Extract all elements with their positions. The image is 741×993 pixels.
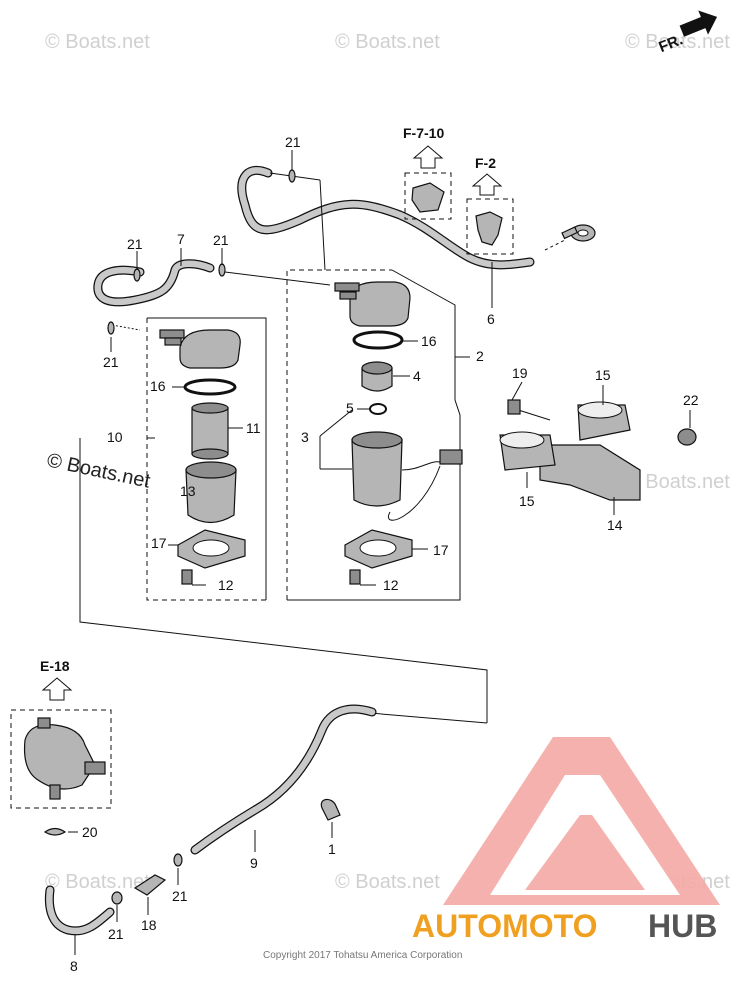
callout-19: 19 [512,365,528,381]
clip-1 [320,798,341,838]
watermark: © Boats.net [625,471,730,493]
callout-21: 21 [172,888,188,904]
callout-2: 2 [476,348,484,364]
callout-21: 21 [285,134,301,150]
brand-text: AUTOMOTO [412,908,597,944]
callout-leaders [110,150,523,401]
callouts: 21 7 21 21 21 6 2 16 16 4 5 3 11 10 13 1… [70,134,699,974]
clamp-parts [107,169,296,335]
callout-3: 3 [301,429,309,445]
callout-18: 18 [141,917,157,933]
filter-assembly-2 [286,269,470,601]
callout-4: 4 [413,368,421,384]
copyright-text: Copyright 2017 Tohatsu America Corporati… [263,950,462,961]
watermark: © Boats.net [335,871,440,893]
callout-1: 1 [328,841,336,857]
hose-7 [93,259,331,331]
watermark: © Boats.net [45,31,150,53]
callout-11: 11 [246,420,261,436]
callout-22: 22 [683,392,699,408]
filter-assembly-10 [146,317,267,601]
callout-8: 8 [70,958,78,974]
callout-21: 21 [108,926,124,942]
small-parts [43,827,183,955]
callout-7: 7 [177,231,185,247]
reference-f710: F-7-10 [403,125,452,220]
callout-16: 16 [421,333,437,349]
callout-13: 13 [180,483,196,499]
callout-21: 21 [127,236,143,252]
callout-21: 21 [103,354,119,370]
reference-label: E-18 [40,658,70,674]
callout-5: 5 [346,400,354,416]
callout-17: 17 [151,535,167,551]
watermark: © Boats.net [625,31,730,53]
callout-15: 15 [519,493,535,509]
callout-20: 20 [82,824,98,840]
watermark: © Boats.net [45,871,150,893]
callout-14: 14 [607,517,623,533]
watermark: © Boats.net [335,31,440,53]
callout-17: 17 [433,542,449,558]
ring-terminal [544,224,596,251]
brand-logo: AUTOMOTO HUB [412,737,720,944]
callout-21: 21 [213,232,229,248]
callout-6: 6 [487,311,495,327]
hose-9 [190,704,377,855]
reference-e18: E-18 [10,658,112,809]
callout-9: 9 [250,855,258,871]
callout-16: 16 [150,378,166,394]
watermark-large: © Boats.net [45,449,153,492]
callout-12: 12 [218,577,234,593]
callout-15: 15 [595,367,611,383]
callout-12: 12 [383,577,399,593]
reference-f2: F-2 [466,155,514,255]
reference-label: F-7-10 [403,125,444,141]
brand-text-hub: HUB [648,908,717,944]
leader-lines [79,438,488,724]
callout-10: 10 [107,429,123,445]
reference-label: F-2 [475,155,496,171]
bracket-group [499,385,697,515]
